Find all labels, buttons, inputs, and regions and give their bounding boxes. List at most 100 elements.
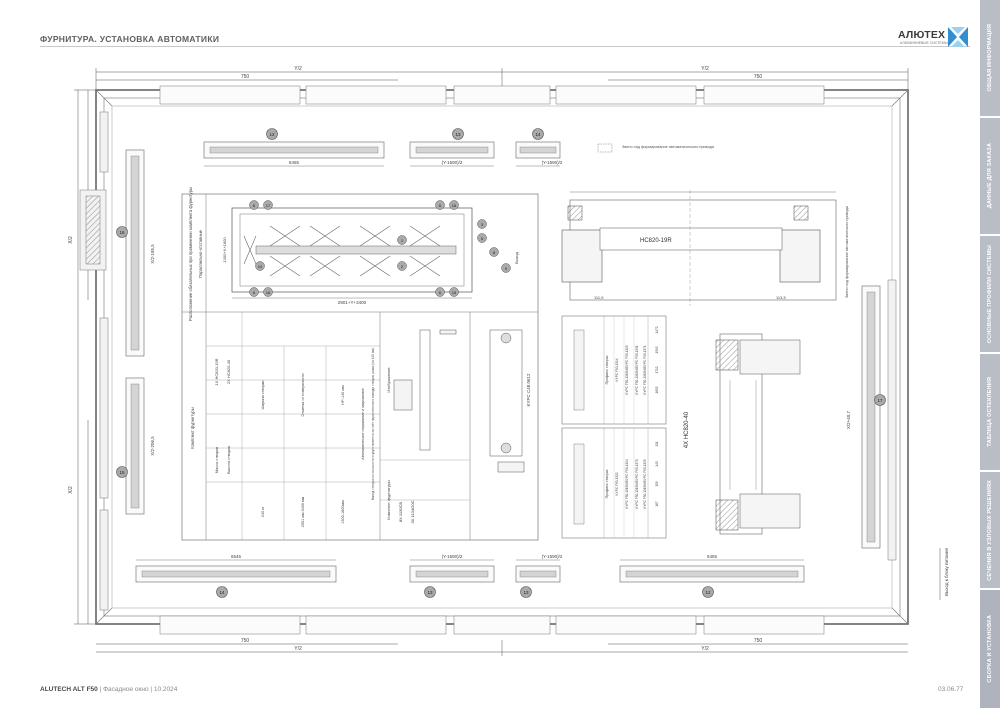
marker-6-d: 6	[439, 290, 442, 295]
left-markers	[116, 226, 128, 478]
dim-y2-bottom-right: Y/2	[701, 646, 709, 652]
tab-main-profiles[interactable]: ОСНОВНЫЕ ПРОФИЛИ СИСТЕМЫ	[980, 236, 1000, 352]
dim-x2-206: X/2-206,5	[150, 436, 155, 456]
marker-18-a: 18	[452, 203, 457, 208]
tab-general-info[interactable]: ОБЩАЯ ИНФОРМАЦИЯ	[980, 0, 1000, 116]
layout-table-subtitle: Параллельно-отставные	[198, 229, 203, 278]
marker-16-a: 16	[266, 290, 271, 295]
marker-12-top: 12	[269, 132, 275, 137]
hc820-19r-label: HC820-19R	[640, 238, 672, 244]
left-dimensions	[74, 89, 96, 625]
exit-note: Выход к блоку питания	[944, 547, 949, 595]
marker-2-a: 2	[401, 264, 404, 269]
dim-2901: 2901+Y+3400	[338, 300, 367, 305]
profile-b-val-3: 155	[655, 481, 659, 487]
tab-glazing-table[interactable]: ТАБЛИЦА ОСТЕКЛЕНИЯ	[980, 354, 1000, 470]
dim-y2-top-right: Y/2	[701, 66, 709, 72]
logo-mark-icon	[948, 27, 968, 47]
exit-short-label: Выход	[514, 251, 519, 264]
profile-b-val-4: 167	[655, 501, 659, 507]
profile-a-val-1: 1472	[655, 326, 659, 333]
profile-a-val-3: 1712	[655, 366, 659, 373]
dim-1135: 113,5	[776, 295, 786, 300]
kit-code-header: Комплект фурнитуры	[386, 480, 391, 520]
distance-header: Отметка от поверхности	[301, 374, 305, 417]
distance-value: НР-140 мм	[341, 385, 345, 405]
tab-node-sections[interactable]: СЕЧЕНИЯ В УЗЛОВЫХ РЕШЕНИЯХ	[980, 472, 1000, 588]
tab-order-data[interactable]: ДАННЫЕ ДЛЯ ЗАКАЗА	[980, 118, 1000, 234]
bottom-frame-segments	[159, 615, 825, 635]
dim-x2-185: X/2-185,5	[150, 244, 155, 264]
motor-note-top: Звено под формирование автоматического п…	[622, 145, 715, 149]
top-horizontal-bars	[203, 141, 561, 159]
dim-5455-top: 5455	[289, 160, 300, 165]
top-markers	[266, 128, 544, 140]
bottom-dimensions	[96, 640, 908, 656]
marker-12-bottom: 12	[705, 590, 711, 595]
profile-a-row-1: KYPC F50.1314	[615, 358, 619, 381]
footer-details: | Фасадное окно | 10.2024	[99, 686, 178, 693]
top-dimensions	[95, 68, 909, 90]
profile-a-val-2: 1592	[655, 346, 659, 353]
marker-8-a: 8	[493, 250, 496, 255]
tab-label: ОСНОВНЫЕ ПРОФИЛИ СИСТЕМЫ	[987, 244, 993, 344]
kit-code-b: 3X 1134/20С	[410, 500, 415, 523]
bottom-horizontal-bars	[135, 565, 805, 583]
marker-9-a: 9	[505, 266, 508, 271]
logo-text: АЛЮТЕХ	[898, 29, 946, 41]
kit-item-2: 2X HC820-40	[226, 359, 231, 384]
technical-drawing: Y/2 Y/2 750 750 X/2 X/2	[68, 66, 949, 656]
bottom-markers	[216, 586, 714, 598]
hardware-sketches	[393, 329, 525, 473]
width-value: 1300-1800мм	[341, 500, 345, 524]
hc820-40-label: 4X HC820-40	[684, 411, 690, 448]
layout-table-title: Расположение обязательных при применении…	[188, 187, 193, 321]
tab-label: ТАБЛИЦА ОСТЕКЛЕНИЯ	[987, 377, 993, 447]
marker-16-left: 16	[119, 230, 125, 235]
sash-layout-view	[231, 207, 473, 299]
layout-markers	[249, 200, 511, 297]
tab-label: СБОРКА И УСТАНОВКА	[987, 615, 993, 683]
marker-6-c: 6	[253, 290, 256, 295]
tab-assembly[interactable]: СБОРКА И УСТАНОВКА	[980, 590, 1000, 708]
dim-750-top-right: 750	[754, 74, 763, 80]
layout-note: Выход створки из плоскости осуществляетс…	[371, 348, 375, 501]
profile-b-row-4: KYPC F50.1315МЛ/УРС F50.1325	[643, 459, 647, 509]
logo-subtitle: АЛЮМИНИЕВЫЕ СИСТЕМЫ	[900, 41, 948, 45]
marker-17-a: 17	[266, 203, 271, 208]
tab-label: ДАННЫЕ ДЛЯ ЗАКАЗА	[987, 143, 993, 209]
dim-y2-bottom-left: Y/2	[294, 646, 302, 652]
profile-a-row-3: KYPC F50.1315МЛ/УРС F50.1331	[635, 345, 639, 395]
footer-page-number: 03.06.77	[938, 686, 964, 693]
dim-y1590-bottom-a: (Y-1590)/2	[442, 554, 463, 559]
section-sidebar: ОБЩАЯ ИНФОРМАЦИЯ ДАННЫЕ ДЛЯ ЗАКАЗА ОСНОВ…	[980, 0, 1000, 708]
marker-13-bottom: 13	[427, 590, 433, 595]
profile-table-a	[561, 315, 667, 425]
dim-1300: 1300+X+1800	[222, 237, 227, 263]
page-title: ФУРНИТУРА. УСТАНОВКА АВТОМАТИКИ	[40, 34, 220, 44]
dim-y1590-top-b: (Y-1590)/2	[542, 160, 563, 165]
left-vertical-bars	[125, 149, 145, 515]
profile-a-row-2: KYPC F50.1315МЛ/УРС F50.1325	[625, 345, 629, 395]
marker-1-a: 1	[401, 238, 404, 243]
width-header: Ширина створки	[261, 381, 265, 410]
marker-17-right: 17	[877, 398, 883, 403]
profile-a-val-4: 1832	[655, 386, 659, 393]
marker-15-left: 15	[119, 470, 125, 475]
footer-product-name: ALUTECH ALT F50	[40, 686, 98, 693]
dim-6545-bottom: 6545	[231, 554, 242, 559]
image-header: Изображение	[386, 367, 391, 393]
dim-1115: 111,5	[594, 295, 604, 300]
dim-x2-left-lower: X/2	[68, 486, 74, 494]
dim-y2-top-left: Y/2	[294, 66, 302, 72]
profile-table-b	[561, 427, 667, 539]
dim-x2-left-upper: X/2	[68, 236, 74, 244]
dim-750-top-left: 750	[241, 74, 250, 80]
kit-title: Комплект фурнитуры	[190, 407, 195, 448]
profile-b-row-2: KYPC F50.1315МЛ/УРС F50.1324	[625, 459, 629, 509]
footer-product: ALUTECH ALT F50 | Фасадное окно | 10.202…	[40, 686, 177, 693]
dim-x2-407: X/2+40,7	[846, 410, 851, 429]
profile-b-row-1: KYPC F50.1322	[615, 472, 619, 495]
dim-750-bottom-right: 750	[754, 638, 763, 644]
marker-6-b: 6	[439, 203, 442, 208]
